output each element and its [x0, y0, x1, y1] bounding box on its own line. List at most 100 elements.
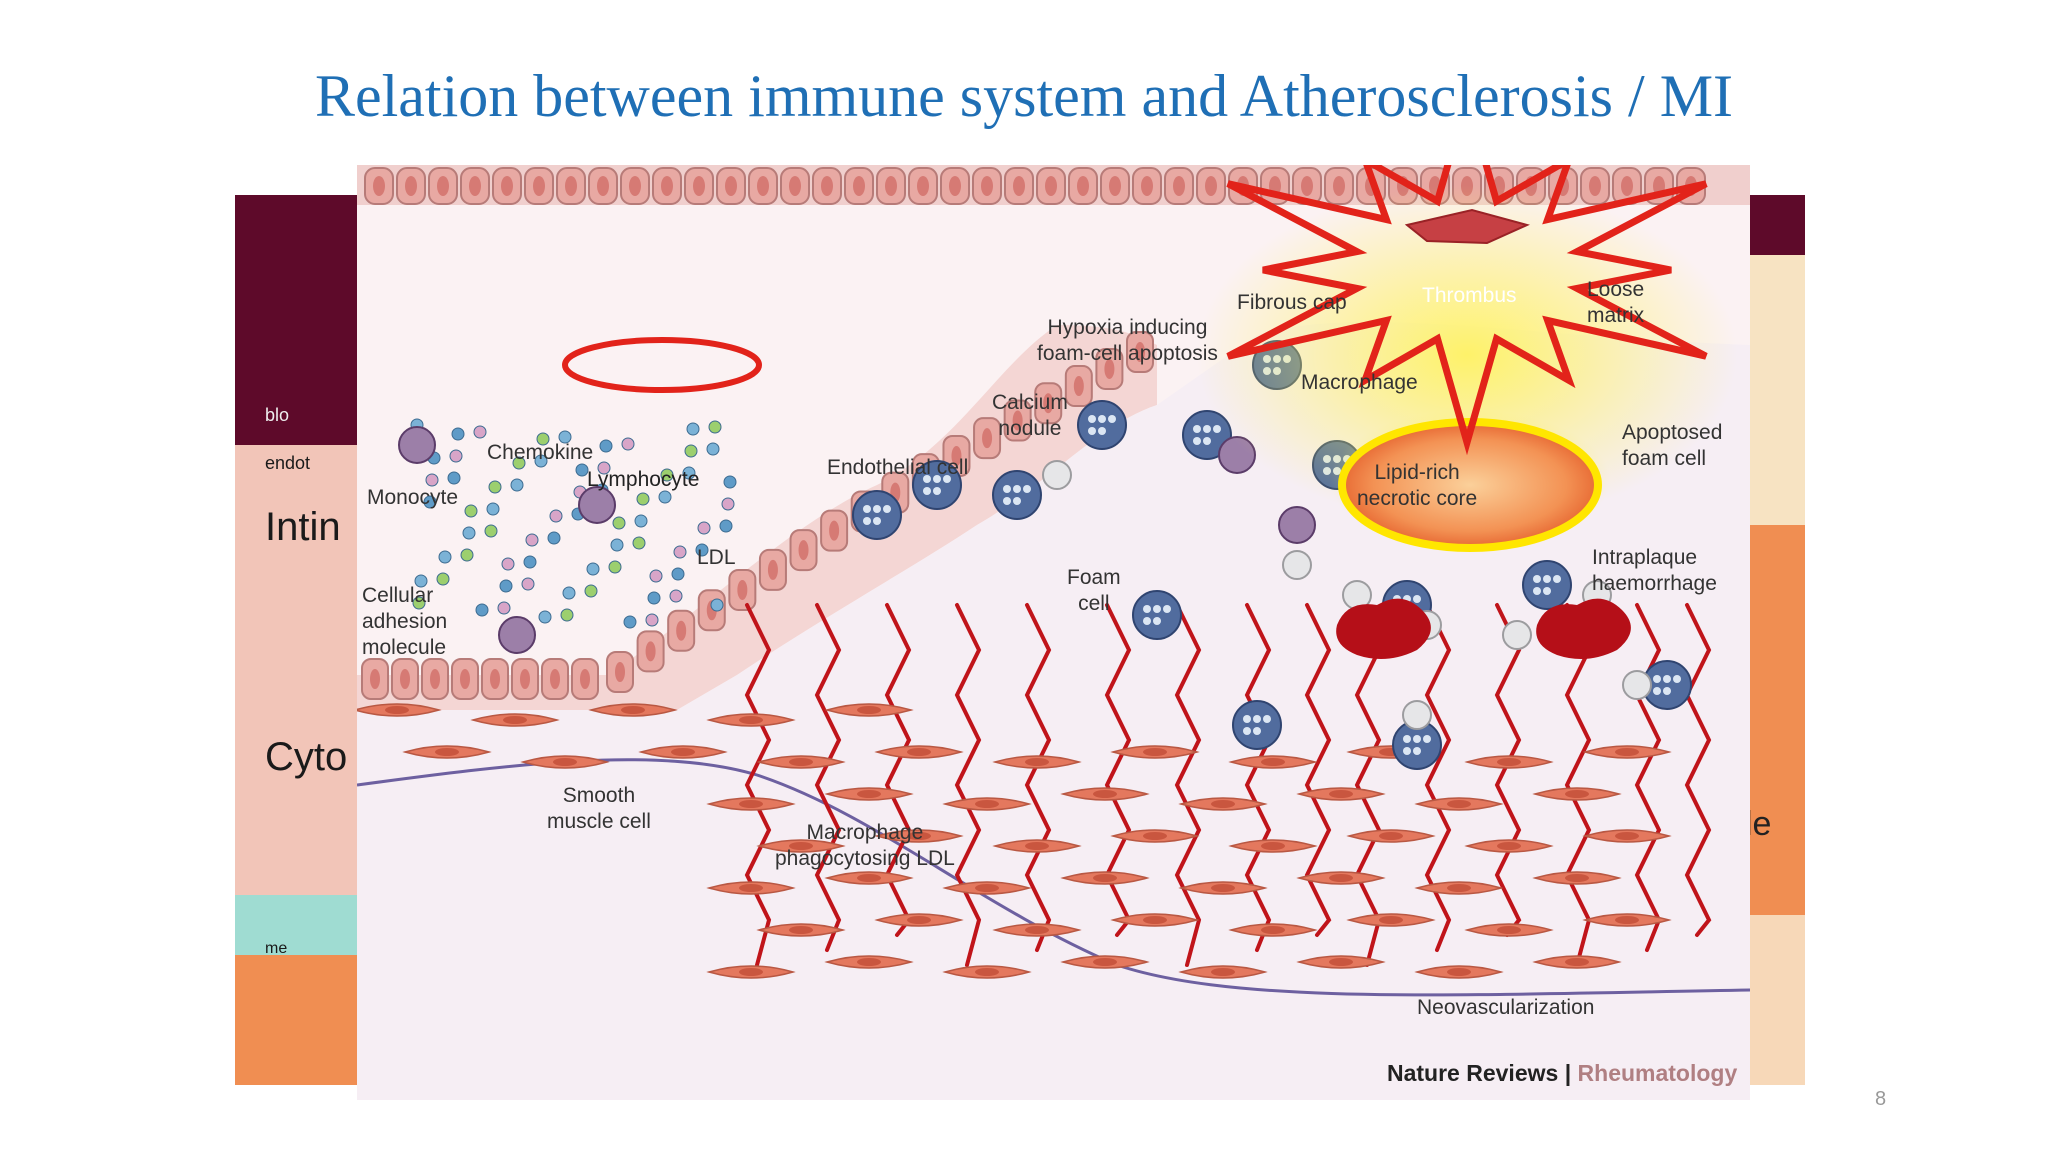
- foam-cell-lipid: [1108, 415, 1116, 423]
- endothelial-nucleus: [981, 176, 993, 196]
- smooth-muscle-nucleus: [857, 874, 881, 882]
- smooth-muscle-nucleus: [1025, 758, 1049, 766]
- capillary-vessel: [1494, 603, 1522, 937]
- ldl-particle: [636, 492, 650, 506]
- ldl-particle: [412, 596, 426, 610]
- ldl-particle: [610, 538, 624, 552]
- ldl-particle: [719, 519, 733, 533]
- ldl-particle: [710, 598, 724, 612]
- foam-cell-lipid: [1243, 727, 1251, 735]
- endothelial-nucleus: [597, 176, 609, 196]
- ldl-particle: [425, 473, 439, 487]
- foam-cell: [852, 490, 902, 540]
- endothelial-nucleus: [798, 540, 809, 561]
- endothelial-nucleus: [550, 669, 560, 689]
- bg-text-intima: Intin: [265, 505, 341, 549]
- label-thrombus: Thrombus: [1422, 284, 1517, 307]
- smooth-muscle-nucleus: [1329, 874, 1353, 882]
- foam-cells: [852, 340, 1692, 770]
- endothelial-nucleus: [767, 559, 778, 580]
- ldl-particle: [486, 502, 500, 516]
- smooth-muscle-nucleus: [1447, 884, 1471, 892]
- endothelial-nucleus: [533, 176, 545, 196]
- smooth-muscle-nucleus: [1565, 874, 1589, 882]
- endothelial-nucleus: [1013, 176, 1025, 196]
- foam-cell-lipid: [1543, 575, 1551, 583]
- endothelial-nucleus: [1333, 176, 1345, 196]
- label-calcium: Calcium nodule: [992, 391, 1068, 440]
- smooth-muscle-nucleus: [1615, 748, 1639, 756]
- ldl-particle: [647, 591, 661, 605]
- endothelial-nucleus: [1173, 176, 1185, 196]
- ldl-particle: [473, 425, 487, 439]
- ldl-particle: [549, 509, 563, 523]
- ldl-particle: [649, 569, 663, 583]
- ldl-particle: [560, 608, 574, 622]
- page-number: 8: [1875, 1088, 1887, 1110]
- label-cellular-adhesion: Cellular adhesion molecule: [362, 584, 448, 659]
- foam-cell-lipid: [1413, 747, 1421, 755]
- smooth-muscle-nucleus: [1565, 790, 1589, 798]
- background-slide-right: le: [1745, 195, 1805, 1085]
- smooth-muscle-nucleus: [1143, 832, 1167, 840]
- calcium-nodule: [1042, 460, 1072, 490]
- ldl-and-chemokine-particles: [398, 418, 1652, 730]
- smooth-muscle-nucleus: [621, 706, 645, 714]
- ldl-particle: [612, 516, 626, 530]
- smooth-muscle-nucleus: [1093, 790, 1117, 798]
- foam-cell-lipid: [873, 517, 881, 525]
- smooth-muscle-nucleus: [1025, 842, 1049, 850]
- atherosclerosis-figure: Monocyte Chemokine Lymphocyte LDL Cellul…: [357, 165, 1750, 1100]
- label-intraplaque: Intraplaque haemorrhage: [1592, 546, 1717, 595]
- foam-cell-lipid: [943, 475, 951, 483]
- capillary-vessel: [1174, 603, 1202, 967]
- ldl-particle: [682, 466, 696, 480]
- smooth-muscle-nucleus: [739, 968, 763, 976]
- ldl-particle: [684, 444, 698, 458]
- foam-cell-lipid: [1653, 675, 1661, 683]
- smooth-muscle-nucleus: [907, 832, 931, 840]
- ldl-particle: [460, 548, 474, 562]
- ldl-particle: [438, 550, 452, 564]
- smooth-muscle-nucleus: [857, 958, 881, 966]
- smooth-muscle-nucleus: [1615, 832, 1639, 840]
- label-apoptosed: Apoptosed foam cell: [1622, 421, 1723, 470]
- ldl-particle: [645, 613, 659, 627]
- foam-cell-lipid: [1263, 715, 1271, 723]
- endothelial-nucleus: [580, 669, 590, 689]
- ldl-particle: [499, 579, 513, 593]
- foam-cell-lipid: [1088, 427, 1096, 435]
- label-foam-cell: Foam cell: [1067, 566, 1121, 615]
- endothelial-nucleus: [1073, 376, 1084, 397]
- foam-cell-lipid: [1543, 587, 1551, 595]
- ldl-particle: [634, 514, 648, 528]
- endothelial-nucleus: [400, 669, 410, 689]
- ldl-particle: [673, 545, 687, 559]
- foam-cell-lipid: [1098, 415, 1106, 423]
- thrombus-shape: [1404, 208, 1530, 245]
- credit-journal: Rheumatology: [1577, 1060, 1738, 1086]
- foam-cell-lipid: [1193, 425, 1201, 433]
- foam-cell-lipid: [1163, 605, 1171, 613]
- smooth-muscle-nucleus: [857, 790, 881, 798]
- foam-cell-lipid: [1013, 497, 1021, 505]
- foam-cell-lipid: [1403, 747, 1411, 755]
- capillary-vessel: [1244, 603, 1272, 952]
- endothelial-nucleus: [1012, 410, 1023, 431]
- endothelial-nucleus: [725, 176, 737, 196]
- endothelial-nucleus: [615, 662, 625, 682]
- smooth-muscle-nucleus: [975, 968, 999, 976]
- label-macrophage: Macrophage: [1301, 371, 1418, 394]
- smooth-muscle-nucleus: [1211, 968, 1235, 976]
- calcium-nodule: [1402, 700, 1432, 730]
- endothelial-nucleus: [789, 176, 801, 196]
- endothelial-nucleus: [565, 176, 577, 196]
- foam-cell-lipid: [1653, 687, 1661, 695]
- foam-cell-lipid: [1153, 617, 1161, 625]
- foam-cell-lipid: [1023, 485, 1031, 493]
- endothelial-nucleus: [1621, 176, 1633, 196]
- smooth-muscle-nucleus: [1093, 958, 1117, 966]
- foam-cell: [1232, 700, 1282, 750]
- endothelial-nucleus: [757, 176, 769, 196]
- smooth-muscle-nucleus: [1261, 926, 1285, 934]
